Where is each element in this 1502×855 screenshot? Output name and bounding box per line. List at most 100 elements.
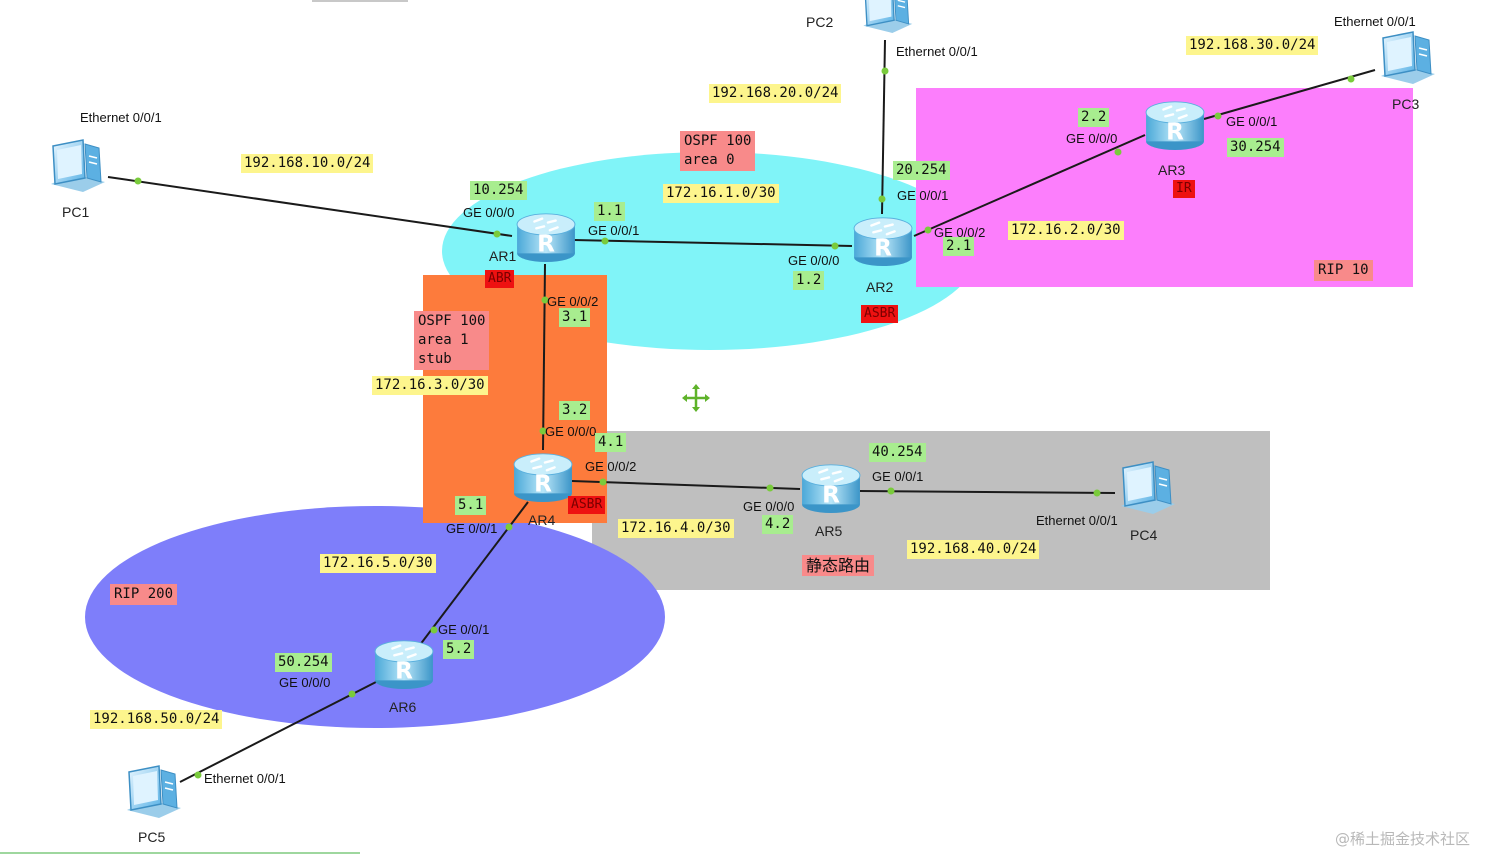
- router-icon[interactable]: [1144, 100, 1206, 151]
- role-badge-ar2: ASBR: [861, 305, 899, 323]
- address-label: 50.254: [275, 653, 332, 672]
- subnet-label: 192.168.40.0/24: [907, 540, 1040, 559]
- port-dot[interactable]: [541, 296, 549, 304]
- port-dot[interactable]: [134, 177, 142, 185]
- port-label: Ethernet 0/0/1: [1334, 14, 1416, 29]
- subnet-label: 192.168.30.0/24: [1186, 36, 1319, 55]
- port-dot[interactable]: [924, 226, 932, 234]
- link-ar4-ar5: [571, 480, 801, 490]
- address-label: 40.254: [869, 443, 926, 462]
- rip200-label: RIP 200: [110, 584, 178, 605]
- device-label-pc3: PC3: [1392, 96, 1420, 112]
- link-ar3-pc3: [1203, 69, 1376, 120]
- port-dot[interactable]: [881, 67, 889, 75]
- device-label-ar5: AR5: [815, 523, 843, 539]
- port-dot[interactable]: [599, 478, 607, 486]
- static-route-region: [592, 431, 1270, 590]
- subnet-label: 192.168.20.0/24: [709, 84, 842, 103]
- port-dot[interactable]: [766, 484, 774, 492]
- port-dot[interactable]: [1347, 75, 1355, 83]
- subnet-label: 172.16.3.0/30: [372, 376, 488, 395]
- device-label-pc1: PC1: [62, 204, 90, 220]
- link-ar2-ar3: [913, 134, 1146, 237]
- port-label: GE 0/0/1: [1226, 114, 1278, 129]
- port-dot[interactable]: [505, 523, 513, 531]
- address-label: 10.254: [470, 181, 527, 200]
- port-label: Ethernet 0/0/1: [204, 771, 286, 786]
- address-label: 5.1: [455, 496, 487, 515]
- port-label: GE 0/0/2: [934, 225, 986, 240]
- port-dot[interactable]: [430, 626, 438, 634]
- device-label-ar3: AR3: [1158, 162, 1186, 178]
- port-label: GE 0/0/0: [463, 205, 515, 220]
- port-label: GE 0/0/0: [1066, 131, 1118, 146]
- device-label-ar6: AR6: [389, 699, 417, 715]
- rip200-region: [85, 506, 665, 728]
- subnet-label: 192.168.50.0/24: [90, 710, 223, 729]
- port-label: GE 0/0/0: [743, 499, 795, 514]
- router-icon[interactable]: [852, 216, 914, 267]
- role-badge-ar3: IR: [1173, 180, 1195, 198]
- port-dot[interactable]: [539, 427, 547, 435]
- move-cursor-icon: [682, 384, 710, 412]
- port-label: GE 0/0/2: [547, 294, 599, 309]
- router-icon[interactable]: [373, 639, 435, 690]
- port-dot[interactable]: [1214, 112, 1222, 120]
- link-ar1-ar4: [542, 263, 546, 451]
- address-label: 20.254: [893, 161, 950, 180]
- port-label: GE 0/0/1: [438, 622, 490, 637]
- port-label: GE 0/0/0: [788, 253, 840, 268]
- link-ar1-ar2: [573, 239, 853, 247]
- port-label: GE 0/0/2: [585, 459, 637, 474]
- port-dot[interactable]: [348, 690, 356, 698]
- links: [107, 39, 1376, 783]
- device-label-ar2: AR2: [866, 279, 894, 295]
- port-dot[interactable]: [1114, 148, 1122, 156]
- device-label-pc5: PC5: [138, 829, 166, 845]
- port-label: GE 0/0/0: [545, 424, 597, 439]
- address-label: 1.2: [793, 271, 825, 290]
- pc-icon[interactable]: [1380, 31, 1436, 85]
- router-icon[interactable]: [515, 212, 577, 263]
- pc-icon[interactable]: [50, 139, 106, 193]
- link-ar5-pc4: [859, 490, 1116, 494]
- port-label: Ethernet 0/0/1: [80, 110, 162, 125]
- port-label: Ethernet 0/0/1: [1036, 513, 1118, 528]
- ospf-area1-label: OSPF 100 area 1 stub: [414, 311, 490, 370]
- pc-icon[interactable]: [1120, 461, 1176, 515]
- subnet-label: 192.168.10.0/24: [241, 154, 374, 173]
- address-label: 3.2: [559, 401, 591, 420]
- address-label: 3.1: [559, 308, 591, 327]
- pc-icon[interactable]: [126, 765, 182, 819]
- address-label: 4.1: [595, 433, 627, 452]
- address-label: 4.2: [762, 515, 794, 534]
- device-label-ar4: AR4: [528, 512, 556, 528]
- address-label: 1.1: [594, 202, 626, 221]
- port-dot[interactable]: [831, 242, 839, 250]
- port-dot[interactable]: [493, 230, 501, 238]
- router-icon[interactable]: [512, 452, 574, 503]
- port-label: Ethernet 0/0/1: [896, 44, 978, 59]
- static-route-label: 静态路由: [802, 555, 875, 576]
- subnet-label: 172.16.2.0/30: [1008, 221, 1124, 240]
- pc-icon[interactable]: [862, 0, 914, 34]
- link-pc1-ar1: [107, 176, 513, 237]
- address-label: 2.1: [943, 237, 975, 256]
- ospf-area0-label: OSPF 100 area 0: [680, 131, 756, 171]
- port-dot[interactable]: [887, 487, 895, 495]
- router-icon[interactable]: [800, 463, 862, 514]
- rip10-label: RIP 10: [1314, 260, 1373, 281]
- role-badge-ar4: ASBR: [568, 496, 606, 514]
- device-label-pc4: PC4: [1130, 527, 1158, 543]
- port-dot[interactable]: [878, 195, 886, 203]
- address-label: 2.2: [1078, 108, 1110, 127]
- subnet-label: 172.16.4.0/30: [618, 519, 734, 538]
- port-dot[interactable]: [194, 771, 202, 779]
- port-label: GE 0/0/0: [279, 675, 331, 690]
- link-ar6-pc5: [179, 681, 377, 783]
- address-label: 5.2: [443, 640, 475, 659]
- port-dot[interactable]: [1093, 489, 1101, 497]
- port-dot[interactable]: [601, 237, 609, 245]
